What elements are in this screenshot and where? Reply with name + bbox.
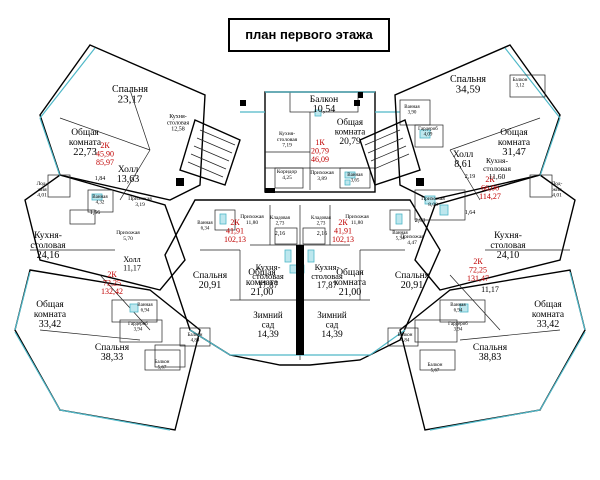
- room-label-wc-cr: 2,16: [317, 231, 328, 237]
- plan-title-box: план первого этажа: [228, 18, 390, 52]
- room-label-bath-tl1-val: 1,84: [95, 176, 106, 182]
- stair-core-left: [176, 100, 246, 186]
- room-label-val-tr1: 2,19: [465, 174, 476, 180]
- center-bottom-outline: [164, 199, 441, 366]
- stair-core-right: [354, 100, 424, 186]
- right-wing-outline: [387, 44, 586, 431]
- room-label-val-tr2: 2,93: [415, 218, 426, 224]
- room-label-bath-tl2-val: 1,56: [90, 210, 101, 216]
- room-label-wc-cl: 2,16: [275, 231, 286, 237]
- plan-title: план первого этажа: [245, 27, 373, 42]
- room-label-val-tr3: 1,64: [465, 210, 476, 216]
- left-wing-outline: [14, 44, 211, 431]
- room-label-hall-r2: 11,17: [481, 285, 499, 294]
